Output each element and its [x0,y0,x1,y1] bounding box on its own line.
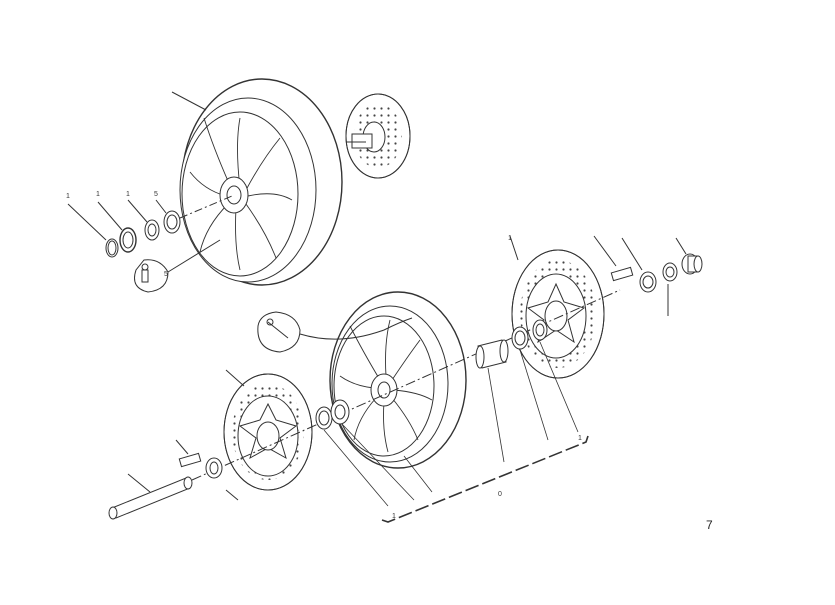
front-brake-disc-right [509,235,605,379]
front-bearings-left [315,399,350,430]
rear-bearing [155,199,181,234]
callout-rear-2: 1 [96,191,100,198]
page-number: 7 [706,518,713,532]
callout-rear-3: 1 [126,191,130,198]
front-axle [108,473,193,520]
rear-circlip [67,203,119,258]
rear-spacer [127,199,160,241]
callout-front-bottom-2: 1 [578,435,582,442]
front-bolt-left [175,439,202,468]
callout-front-bottom-1: 1 [392,513,396,520]
callout-rear-1: 1 [66,193,70,200]
front-hub-spacer [475,339,509,369]
callout-rear-4: 5 [154,191,158,198]
front-spacer-left [205,457,239,501]
rear-brake-disc [345,93,411,179]
callout-front-top: 1 [508,235,512,242]
front-valve-callout [257,311,413,353]
front-group-bracket [381,435,589,523]
callout-front-group: 0 [498,491,502,498]
front-bolt-right [593,235,634,282]
front-bearings-right [511,319,548,350]
rear-nut [97,201,137,253]
callout-rear-valve: 5 [164,271,168,278]
front-wheel [329,291,467,469]
front-spacer-right [621,237,657,293]
front-washer-right [662,262,678,316]
rear-wheel [171,78,343,286]
front-nut-right [675,237,703,275]
front-leader-lines [323,341,579,507]
front-brake-disc-left [223,369,313,491]
rear-valve-callout [134,239,221,293]
